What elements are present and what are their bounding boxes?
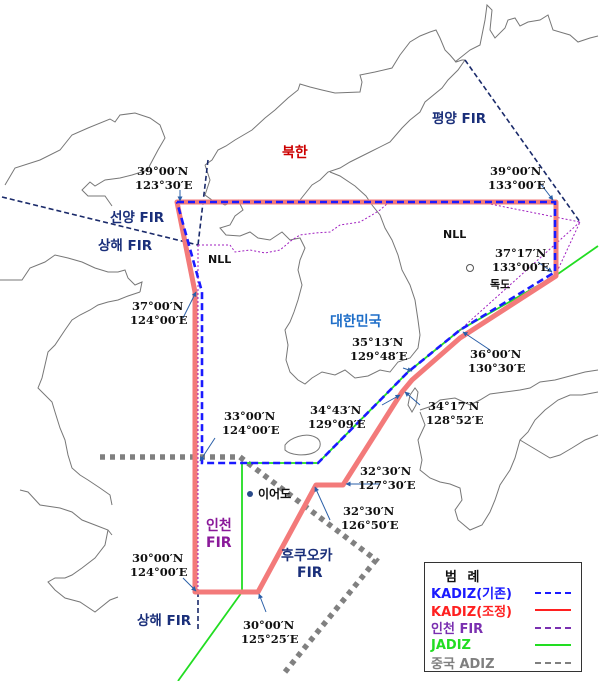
kadiz-old-line	[175, 200, 557, 465]
fir-pyongyang-east	[464, 59, 581, 223]
coord-4-lon: 124°00′E	[130, 313, 188, 327]
coord-12-lat: 30°00′N	[132, 551, 184, 565]
coord-6-lat: 35°13′N	[352, 335, 404, 349]
incheon-fir-line	[197, 199, 581, 592]
legend-label-china-adiz: 중국 ADIZ	[431, 657, 495, 673]
coord-11-lon: 126°50′E	[341, 518, 399, 532]
coordinate-arrows	[177, 182, 554, 613]
coast-kyushu	[419, 369, 599, 411]
china-adiz-line	[100, 454, 380, 674]
legend-swatch-solid-red-icon	[535, 609, 571, 612]
coord-1-lat: 39°00′N	[137, 164, 189, 178]
legend-label-incheon-fir: 인천 FIR	[431, 622, 484, 638]
coord-4-lat: 37°00′N	[132, 299, 184, 313]
dokdo-marker	[466, 264, 474, 272]
coast-northkorea-east	[299, 59, 466, 201]
legend-box: 범 례 KADIZ(기존) KADIZ(조정) 인천 FIR JADIZ 중국 …	[424, 562, 582, 672]
coast-liaodong	[4, 112, 166, 207]
legend-label-kadiz-old: KADIZ(기존)	[431, 587, 512, 603]
coord-3-lat: 37°17′N	[495, 246, 547, 260]
coastlines	[0, 3, 599, 613]
legend-swatch-dashed-purple-icon	[535, 626, 571, 629]
coast-china-yangtze	[19, 489, 113, 536]
legend-item-china-adiz: 중국 ADIZ	[431, 654, 575, 672]
coast-china-zhejiang	[47, 529, 119, 613]
legend-title: 범 례	[445, 570, 483, 585]
coord-10-lat: 32°30′N	[360, 464, 412, 478]
coord-8-lat: 34°17′N	[428, 399, 480, 413]
label-ieodo: 이어도	[258, 486, 291, 501]
legend-swatch-dashed-gray-icon	[535, 661, 571, 664]
label-shenyang-fir: 선양 FIR	[110, 210, 165, 226]
coast-shikoku	[519, 434, 599, 459]
coord-9-lon: 124°00′E	[222, 423, 280, 437]
label-south-korea: 대한민국	[330, 313, 382, 330]
coord-13-lat: 30°00′N	[243, 618, 295, 632]
coordinate-labels: 39°00′N 123°30′E 39°00′N 133°00′E 37°17′…	[130, 164, 550, 646]
label-fukuoka-fir-1: 후쿠오카	[281, 548, 333, 564]
coord-5-lat: 36°00′N	[470, 347, 522, 361]
coast-russia	[454, 3, 599, 63]
legend-swatch-dashed-blue-icon	[535, 591, 571, 594]
label-nll-east: NLL	[443, 228, 466, 241]
legend-item-kadiz-old: KADIZ(기존)	[431, 584, 575, 602]
label-nll-west: NLL	[208, 253, 231, 266]
coord-8-lon: 128°52′E	[426, 413, 484, 427]
coord-2-lat: 39°00′N	[490, 164, 542, 178]
legend-item-kadiz-new: KADIZ(조정)	[431, 602, 575, 620]
coord-7-lon: 129°09′E	[308, 417, 366, 431]
kadiz-new-line	[174, 199, 559, 595]
coord-1-lon: 123°30′E	[135, 178, 193, 192]
coord-7-lat: 34°43′N	[310, 403, 362, 417]
coast-kyushu-south	[417, 391, 599, 531]
label-incheon-fir-2: FIR	[206, 535, 232, 551]
legend-label-jadiz: JADIZ	[431, 637, 471, 653]
coord-12-lon: 124°00′E	[130, 565, 188, 579]
label-north-korea: 북한	[282, 145, 308, 161]
coord-2-lon: 133°00′E	[488, 178, 546, 192]
coast-china-jiangsu	[37, 291, 141, 506]
coord-6-lon: 129°48′E	[350, 349, 408, 363]
legend-swatch-solid-green-icon	[535, 644, 571, 647]
fir-shenyang-shanghai-boundary	[1, 196, 199, 246]
ieodo-marker	[247, 491, 253, 497]
coast-northkorea-west	[204, 29, 465, 166]
legend-item-jadiz: JADIZ	[431, 637, 575, 655]
legend-label-kadiz-new: KADIZ(조정)	[431, 604, 512, 620]
label-fukuoka-fir-2: FIR	[297, 565, 323, 581]
label-incheon-fir-1: 인천	[206, 517, 232, 534]
coast-korea-westpeninsula	[204, 164, 421, 385]
coord-9-lat: 33°00′N	[224, 409, 276, 423]
coord-3-lon: 133°00′E	[492, 260, 550, 274]
coast-tsushima	[407, 387, 419, 414]
label-dokdo: 독도	[490, 278, 510, 291]
coast-china-shandong	[0, 254, 143, 293]
legend-item-incheon-fir: 인천 FIR	[431, 619, 575, 637]
coord-5-lon: 130°30′E	[468, 361, 526, 375]
label-shanghai-fir-top: 상해 FIR	[98, 237, 153, 254]
label-shanghai-fir-bottom: 상해 FIR	[137, 612, 192, 629]
coord-11-lat: 32°30′N	[343, 504, 395, 518]
label-pyongyang-fir: 평양 FIR	[432, 110, 487, 127]
coord-13-lon: 125°25′E	[241, 632, 299, 646]
coast-jeju	[284, 434, 321, 456]
coord-10-lon: 127°30′E	[358, 478, 416, 492]
